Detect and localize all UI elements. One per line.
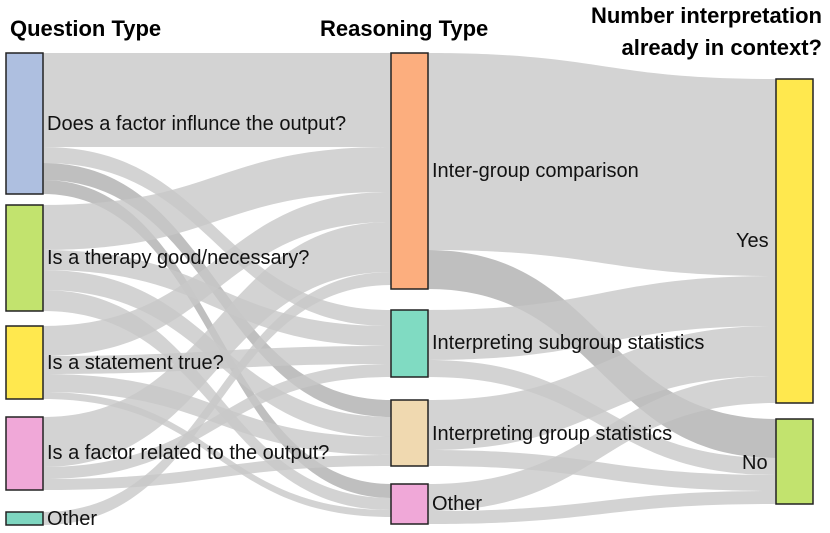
node-label-q3: Is a statement true? [47,352,224,374]
flow-link-r3-to-c2 [428,450,776,491]
node-label-r3: Interpreting group statistics [432,423,673,445]
flow-link-q1-to-r1 [43,53,391,147]
node-label-r1: Inter-group comparison [432,160,639,182]
flow-link-q2-to-r1 [43,147,391,250]
flow-link-q4-to-r2 [43,364,391,479]
column-title-context-line2: already in context? [621,35,822,60]
flow-link-r2-to-c2 [428,360,776,475]
flow-nodes [5,52,814,526]
node-label-r2: Interpreting subgroup statistics [432,332,705,354]
node-label-c1: Yes [736,230,769,252]
flow-link-q3-to-r3 [43,374,391,455]
node-label-q2: Is a therapy good/necessary? [47,247,310,269]
node-label-q5: Other [47,508,98,530]
flow-link-q3-to-r4 [43,392,391,517]
flow-link-r4-to-c1 [428,376,776,511]
node-bar-c1 [775,78,814,404]
column-title-reasoning-type: Reasoning Type [320,16,489,41]
node-label-q1: Does a factor influnce the output? [47,113,347,135]
column-title-context-line1: Number interpretation [590,3,822,28]
node-bar-r4 [390,483,429,525]
flow-link-r3-to-c1 [428,326,776,450]
flow-link-r4-to-c2 [428,491,776,524]
node-bar-q5 [5,511,44,526]
flow-link-r2-to-c1 [428,276,776,360]
flow-link-q4-to-r3 [43,455,391,490]
flow-links [43,53,776,525]
node-bar-r2 [390,309,429,378]
node-bar-q3 [5,325,44,400]
flow-link-q5-to-r1 [43,272,391,525]
node-label-c2: No [742,452,768,474]
column-title-question-type: Question Type [10,16,162,41]
node-bar-q1 [5,52,44,195]
flow-link-q2-to-r2 [43,250,391,346]
node-label-r4: Other [432,493,483,515]
flow-link-r1-to-c1 [428,53,776,276]
node-label-q4: Is a factor related to the output? [47,442,330,464]
flow-link-q1-to-r2 [43,147,391,326]
node-bar-r3 [390,399,429,467]
node-bar-q4 [5,416,44,491]
flow-link-q3-to-r1 [43,192,391,356]
flow-link-q4-to-r1 [43,222,391,467]
node-bar-q2 [5,204,44,312]
node-bar-c2 [775,418,814,505]
node-bar-r1 [390,52,429,290]
